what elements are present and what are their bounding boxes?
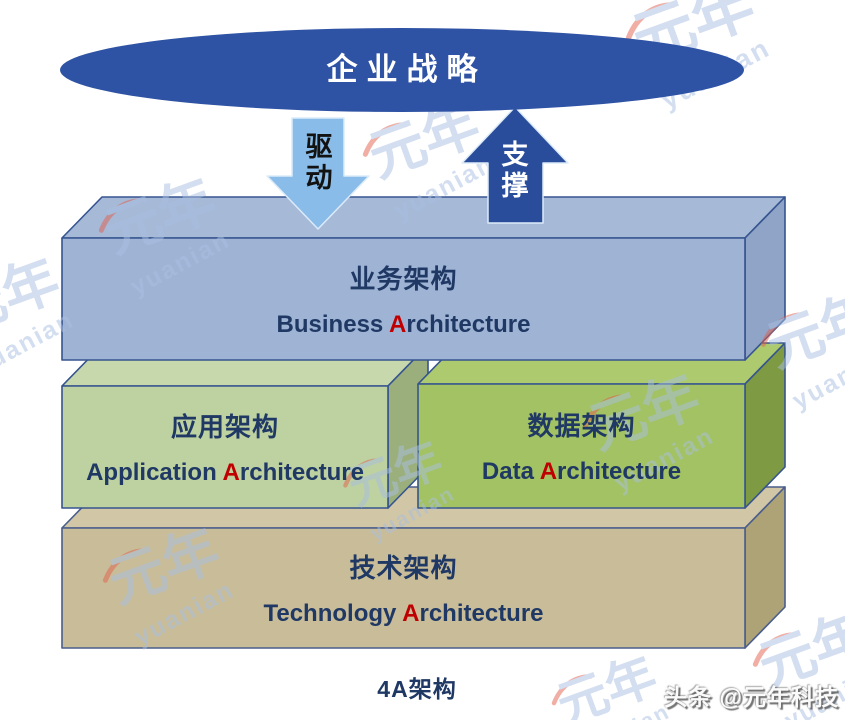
business-layer-front-face [61,237,746,361]
caption-4a-architecture: 4A架构 [377,676,457,702]
en-suffix: rchitecture [557,458,682,485]
business-layer-title-en: Business Architecture [277,311,531,339]
en-suffix: rchitecture [239,459,364,486]
en-suffix: rchitecture [419,600,544,627]
strategy-ellipse [60,28,744,112]
strategy-label: 企业战略 [326,52,487,87]
business-layer-label: 业务架构 Business Architecture [62,238,745,360]
en-prefix: Technology [263,600,403,627]
technology-layer-label: 技术架构 Technology Architecture [62,528,745,648]
watermark-logo: 元年 yuanian [550,646,674,720]
technology-layer-title-cn: 技术架构 [349,553,458,583]
support-up-arrow-icon [461,106,569,224]
technology-layer-title-en: Technology Architecture [263,600,543,628]
application-layer-title-en: Application Architecture [86,459,364,487]
business-layer-box [61,196,786,361]
support-arrow-label: 支撑 [501,140,529,201]
drive-down-arrow-icon [266,117,370,230]
en-prefix: Business [276,311,390,338]
data-layer-label: 数据架构 Data Architecture [418,384,745,508]
data-layer-front-face [417,383,746,509]
en-suffix: rchitecture [406,311,531,338]
application-layer-front-face [61,385,389,509]
application-layer-label: 应用架构 Application Architecture [62,386,388,508]
en-accent-letter: A [402,600,420,627]
application-layer-title-cn: 应用架构 [170,412,279,442]
en-accent-letter: A [222,459,240,486]
data-layer-title-cn: 数据架构 [527,411,636,441]
drive-arrow-label: 驱动 [305,132,333,193]
byline-watermark: 头条 @元年科技 [664,684,839,710]
business-layer-title-cn: 业务架构 [349,264,458,294]
en-accent-letter: A [539,458,558,485]
en-prefix: Data [481,458,540,485]
technology-layer-front-face [61,527,746,649]
data-layer-title-en: Data Architecture [482,458,681,486]
en-prefix: Application [86,459,223,486]
en-accent-letter: A [389,311,407,338]
